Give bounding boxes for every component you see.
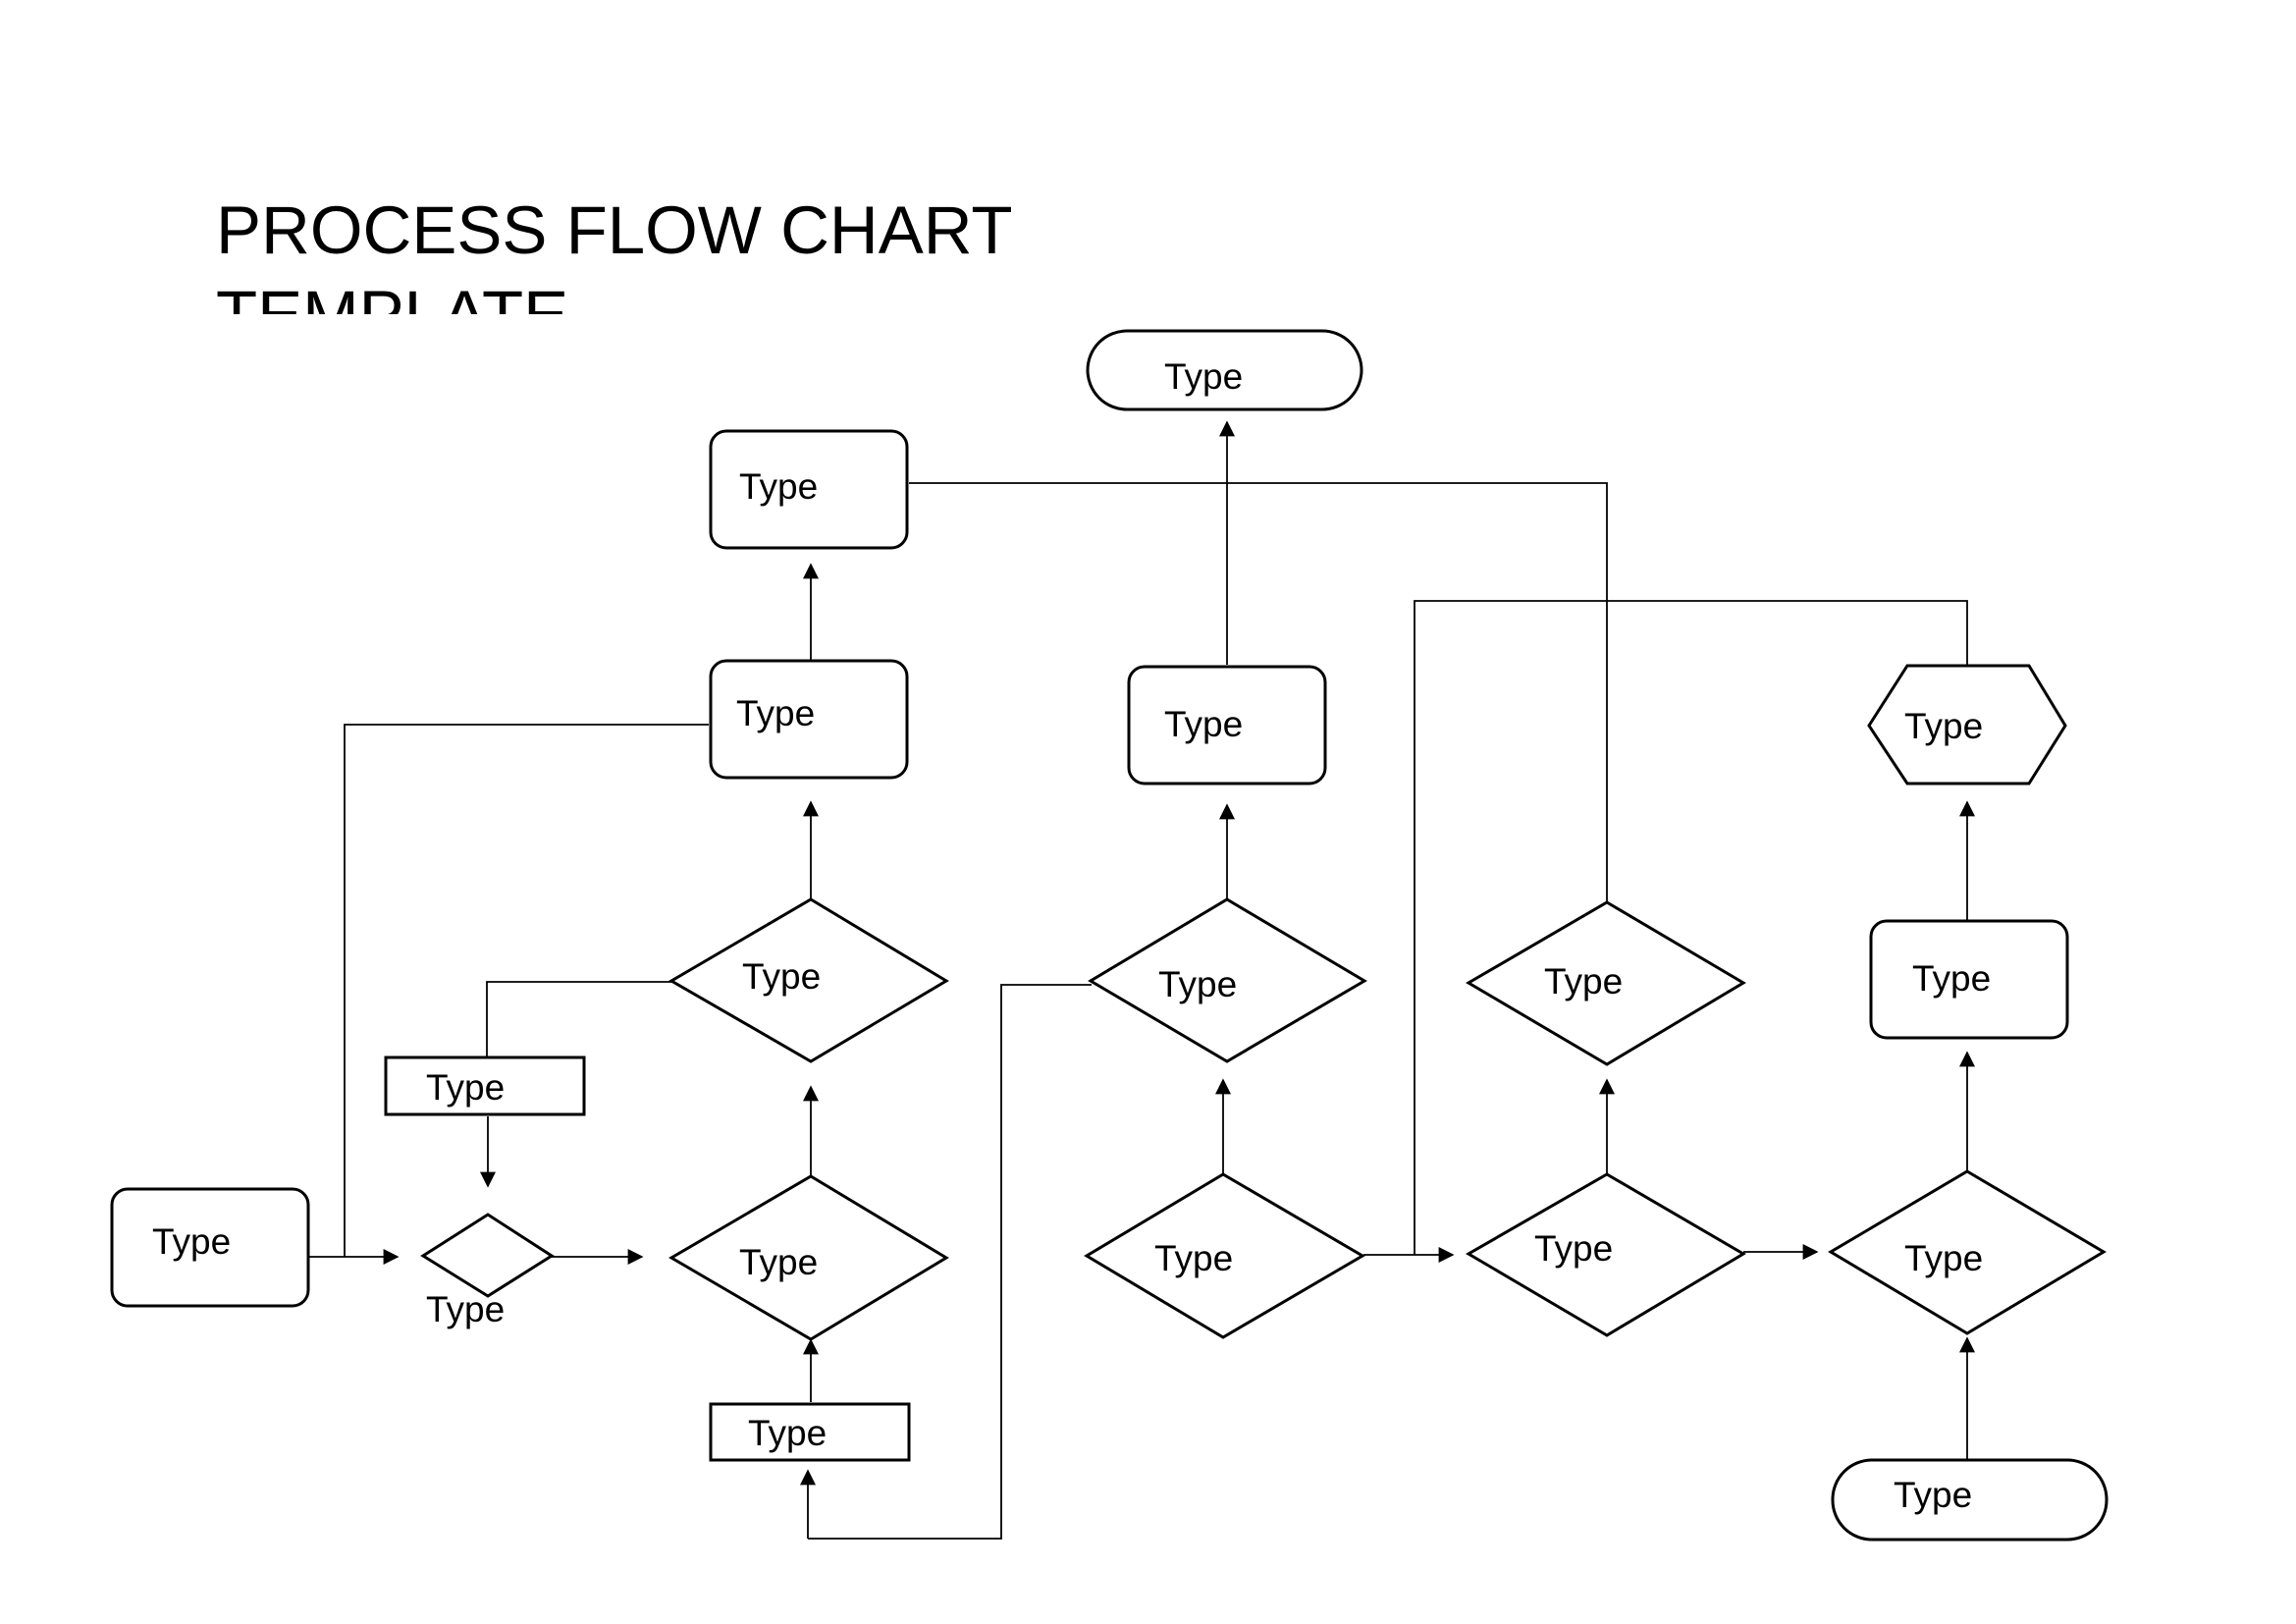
decision-center-lower-label: Type xyxy=(1154,1238,1233,1278)
connectors xyxy=(308,420,1975,1540)
connector-decision-to-small-rect xyxy=(486,981,671,1057)
decision-left-lower-shape xyxy=(668,1174,949,1341)
decision-right-lower-label: Type xyxy=(1534,1228,1613,1269)
terminal-bottom-right-shape xyxy=(1831,1458,2109,1542)
connector-process-mid-left-feedback xyxy=(344,724,709,1257)
process-mid-left-shape xyxy=(709,659,909,780)
small-rect-left-label: Type xyxy=(426,1067,505,1108)
small-decision-label: Type xyxy=(426,1289,505,1329)
decision-left-upper-label: Type xyxy=(742,956,821,997)
process-right-mid-shape xyxy=(1869,919,2069,1040)
decision-far-right-lower-label: Type xyxy=(1904,1238,1983,1278)
process-mid-center-shape xyxy=(1127,665,1327,785)
decision-center-upper-label: Type xyxy=(1158,964,1237,1004)
start-process-shape xyxy=(110,1187,310,1308)
small-rect-bottom-label: Type xyxy=(748,1413,827,1453)
start-process-label: Type xyxy=(152,1221,231,1262)
terminal-top-label: Type xyxy=(1164,356,1243,397)
process-mid-left-label: Type xyxy=(736,693,815,733)
terminal-top-shape xyxy=(1086,329,1363,411)
terminal-bottom-right-label: Type xyxy=(1894,1475,1972,1515)
hexagon-right-label: Type xyxy=(1904,706,1983,746)
connector-to-hexagon-top xyxy=(1414,600,1968,1255)
page-title: PROCESS FLOW CHART TEMPLATE xyxy=(216,192,1012,314)
decision-left-lower-label: Type xyxy=(739,1242,818,1282)
decision-right-upper-shape xyxy=(1466,900,1746,1066)
small-decision-shape xyxy=(420,1213,555,1298)
small-rect-bottom-shape xyxy=(709,1402,911,1462)
decision-right-upper-label: Type xyxy=(1544,961,1623,1001)
connector-center-decision-loop xyxy=(808,984,1092,1540)
process-right-mid-label: Type xyxy=(1912,958,1991,999)
hexagon-right-shape xyxy=(1867,664,2067,785)
process-mid-center-label: Type xyxy=(1164,704,1243,744)
connector-process-upper-to-decision-right xyxy=(909,482,1608,902)
process-upper-shape xyxy=(709,429,909,550)
process-upper-label: Type xyxy=(739,466,818,507)
decision-left-upper-shape xyxy=(668,897,949,1063)
decision-center-lower-shape xyxy=(1084,1172,1365,1339)
decision-center-upper-shape xyxy=(1088,897,1367,1063)
small-rect-left-shape xyxy=(384,1056,586,1116)
node-labels: Type Type Type Type Type Type Type Type … xyxy=(152,356,1991,1515)
shapes xyxy=(110,329,2109,1542)
decision-right-lower-shape xyxy=(1466,1172,1746,1337)
decision-far-right-lower-shape xyxy=(1828,1169,2107,1335)
